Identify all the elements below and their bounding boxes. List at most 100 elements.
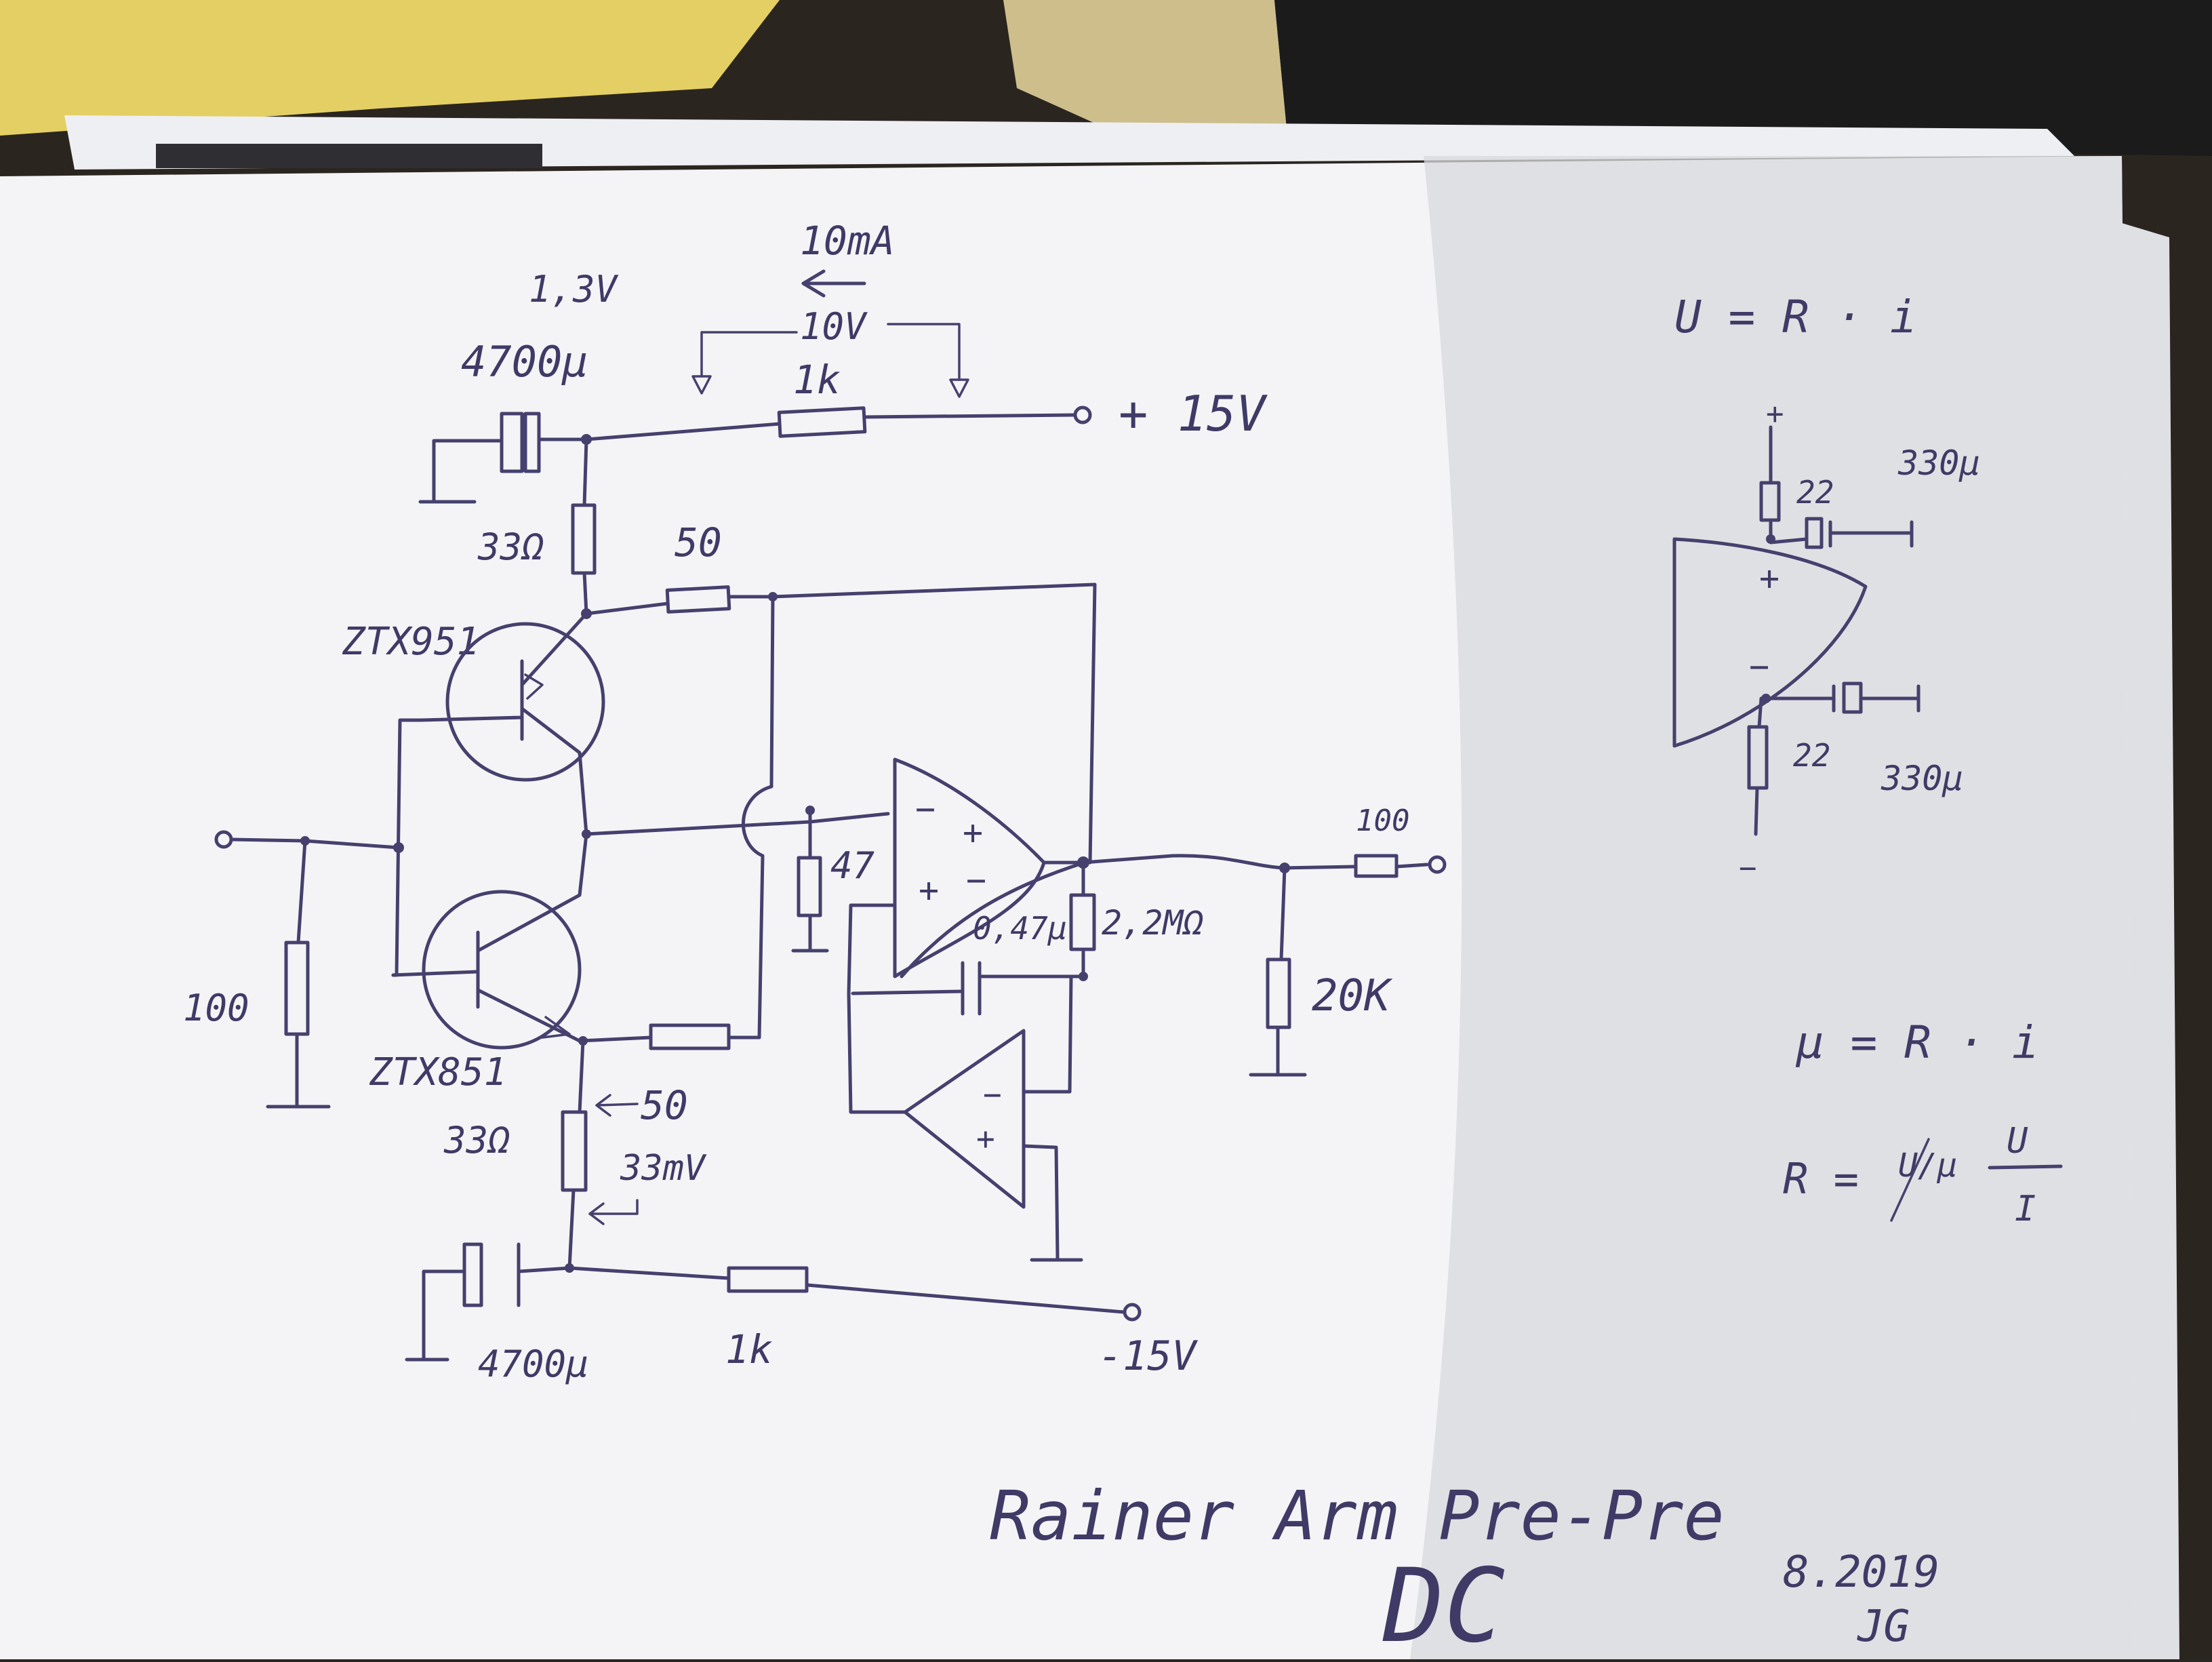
opamp2-minus: −: [983, 1076, 1002, 1113]
side-formula-2: µ = R · i: [1795, 1016, 2039, 1069]
res-47-label: 47: [830, 844, 874, 887]
wire-to-33-top: [582, 437, 588, 507]
res-33-bot-label: 33Ω: [443, 1119, 510, 1162]
side-cap-top-label: 330µ: [1897, 443, 1979, 483]
side-cap-top-b: [1828, 520, 1914, 548]
mv-arrow: [588, 1199, 639, 1225]
side-minus-rail: −: [1739, 851, 1757, 886]
wire-50-crossover: [741, 595, 775, 1040]
side-res-top-label: 22: [1796, 474, 1834, 511]
res-top-1k: [777, 406, 867, 438]
res-22m-label: 2,2MΩ: [1102, 903, 1204, 943]
ground-47: [791, 913, 829, 953]
opamp1-minus-out: −: [966, 860, 986, 900]
opamp1-plus-out: +: [919, 871, 939, 910]
note-title: Rainer Arm Pre-Pre: [990, 1476, 1725, 1556]
q1-symbol: [418, 612, 588, 836]
note-initials: JG: [1857, 1602, 1910, 1652]
note-dc: DC: [1382, 1547, 1506, 1659]
foam-block: [1003, 0, 1288, 149]
cap-047-label: 0,47µ: [973, 910, 1066, 947]
wire-cap-bot: [517, 1266, 731, 1280]
res-in-label: 100: [183, 987, 249, 1029]
paper-shadow: [1410, 156, 2135, 1659]
voltage-drop-bracket: [700, 323, 961, 381]
side-formula-1: U = R · i: [1674, 291, 1917, 343]
side-cap-bot-label: 330µ: [1881, 759, 1963, 798]
res-50-bot-label: 50: [641, 1082, 688, 1128]
mv-label: 33mV: [620, 1148, 707, 1189]
side-wire-bot-rail: [1754, 786, 1759, 836]
cap-bot-plate-a: [462, 1242, 483, 1307]
side-res-bot-label: 22: [1793, 737, 1830, 774]
pos-supply-terminal: [1073, 405, 1092, 424]
ground-opamp2: [1022, 1144, 1083, 1262]
side-formula-3-num: U: [2007, 1121, 2028, 1162]
side-formula-3-lhs: R =: [1783, 1154, 1859, 1204]
ground-top: [418, 439, 504, 504]
wire-opamp2-minus: [1022, 974, 1073, 1094]
wire-cap047-left: [851, 989, 965, 995]
wire-integrator-loop: [847, 991, 907, 1114]
q1-emitter-arrow: [524, 673, 544, 700]
q2-emitter-arrow: [541, 1016, 571, 1039]
cap-bot-label: 4700µ: [478, 1343, 588, 1385]
opamp1-minus-in: −: [915, 789, 936, 829]
wire-20k: [1279, 866, 1287, 962]
wire-to-33-bot: [578, 1039, 585, 1114]
side-formula-3-den: I: [2015, 1189, 2036, 1229]
cap-top-label: 4700µ: [461, 337, 588, 387]
yellow-foam: [0, 0, 780, 136]
opamp-2: [903, 1029, 1026, 1209]
neg-supply-terminal: [1123, 1303, 1142, 1322]
q2-transistor: [422, 890, 582, 1050]
opamp1-plus-in: +: [963, 813, 983, 852]
res-50-bot-arrow: [595, 1094, 639, 1117]
wire-res-out: [1394, 863, 1429, 869]
back-paper-header-strip: [156, 144, 542, 168]
voltage-drop-arrows: [691, 375, 969, 398]
ground-20k: [1249, 1025, 1307, 1077]
q2-label: ZTX851: [369, 1050, 506, 1094]
side-formula-3-struck: U/µ: [1898, 1147, 1957, 1185]
res-33-top-label: 33Ω: [477, 526, 544, 568]
side-amp-plus: +: [1759, 559, 1779, 598]
cap-voltage-label: 1,3V: [529, 268, 619, 311]
side-cap-top-a: [1805, 517, 1824, 549]
wire-q2-emitter: [578, 1035, 653, 1043]
q1-label: ZTX951: [342, 620, 479, 664]
wire-33-bot-down: [567, 1188, 576, 1270]
voltage-drop-label: 10V: [800, 305, 868, 348]
node-integrator: [1079, 972, 1088, 981]
ground-in: [266, 1032, 331, 1109]
wire-feedback-rail: [727, 582, 1097, 865]
current-arrow-head: [801, 269, 826, 298]
side-plus-rail: +: [1766, 397, 1784, 431]
neg-supply-label: -15V: [1098, 1332, 1198, 1380]
res-bot-1k-label: 1k: [725, 1326, 773, 1372]
output-terminal: [1428, 855, 1447, 874]
res-bot-1k: [727, 1266, 809, 1293]
wire-opamp-diag: [900, 860, 1087, 978]
node-stage-out: [582, 829, 591, 839]
res-50-top-label: 50: [675, 519, 722, 566]
side-node-top: [1766, 534, 1775, 544]
current-label: 10mA: [800, 218, 895, 264]
cap-top-plate-a: [500, 412, 524, 473]
side-node-bot: [1761, 694, 1771, 703]
side-amplifier: [1672, 537, 1868, 748]
opamp2-plus: +: [976, 1120, 995, 1157]
side-cap-bot: [1832, 681, 1921, 714]
res-20k-label: 20K: [1312, 971, 1393, 1021]
wire-to-neg-supply: [805, 1283, 1126, 1314]
ground-bot: [405, 1269, 466, 1362]
dark-object: [1274, 0, 2212, 156]
side-formula-3-strike: [1890, 1138, 1930, 1222]
wire-output: [1081, 854, 1358, 870]
wire-to-pos-supply: [862, 413, 1077, 419]
side-wire-bot: [1757, 696, 1763, 729]
q2-symbol: [391, 832, 588, 1043]
note-date: 8.2019: [1783, 1547, 1939, 1598]
